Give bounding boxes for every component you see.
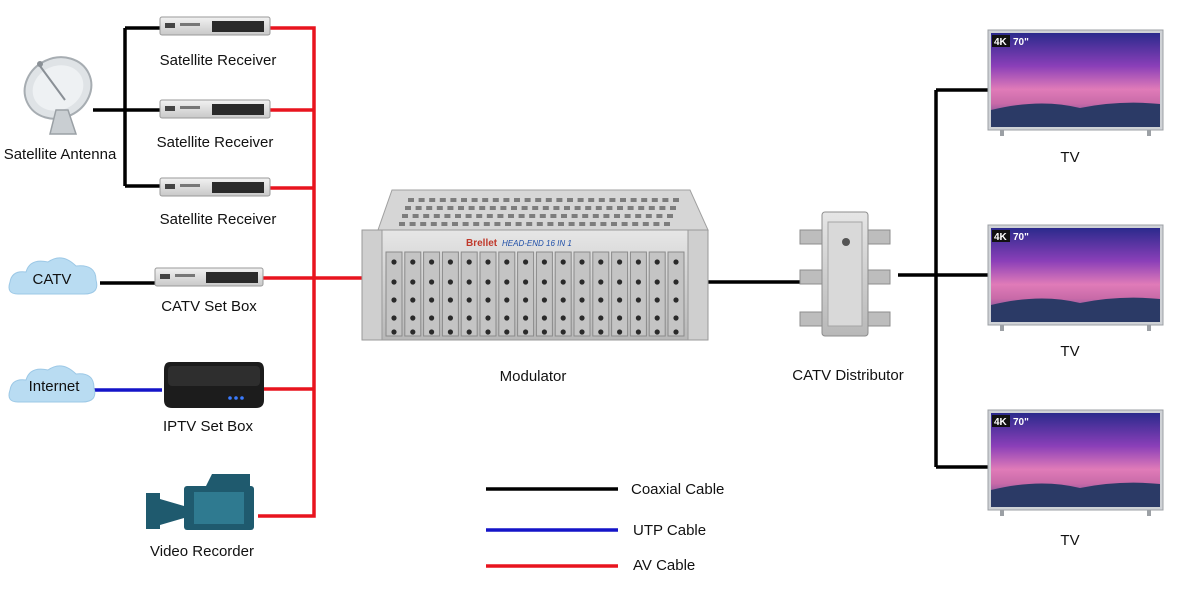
modulator-model: HEAD-END 16 IN 1 — [502, 239, 572, 248]
video-recorder-label: Video Recorder — [150, 543, 254, 560]
cloud-icon — [8, 365, 96, 403]
set-top-box-icon — [154, 267, 264, 287]
internet-cloud-label: Internet — [29, 378, 81, 395]
iptv-set-box: IPTV Set Box — [163, 362, 264, 435]
modulator: Brellet HEAD-END 16 IN 1 Modulator — [361, 189, 709, 385]
cloud-icon — [8, 257, 98, 295]
tv-size-badge: 70" — [1013, 37, 1029, 48]
tv-icon — [987, 224, 1164, 331]
set-top-box-icon — [159, 16, 271, 36]
cables — [88, 26, 990, 518]
satellite-receiver-label: Satellite Receiver — [160, 211, 277, 228]
satellite-receiver-label: Satellite Receiver — [160, 52, 277, 69]
legend-item-utp: UTP Cable — [486, 522, 706, 539]
coax-antenna-receivers — [93, 26, 160, 188]
legend: Coaxial Cable UTP Cable AV Cable — [486, 481, 724, 574]
legend-label: UTP Cable — [633, 522, 706, 539]
satellite-receiver-1: Satellite Receiver — [159, 16, 277, 69]
set-top-box-icon — [159, 177, 271, 197]
video-camera-icon — [146, 474, 254, 530]
coax-distributor-tvs — [898, 88, 990, 469]
catv-distributor: CATV Distributor — [792, 211, 904, 384]
iptv-set-box-label: IPTV Set Box — [163, 418, 254, 435]
satellite-antenna-label: Satellite Antenna — [4, 146, 117, 163]
media-box-icon — [164, 362, 264, 408]
rack-modulator-icon — [361, 189, 709, 341]
video-recorder: Video Recorder — [146, 474, 254, 560]
modulator-brand: Brellet — [466, 238, 498, 249]
tv-label: TV — [1060, 532, 1079, 549]
legend-label: AV Cable — [633, 557, 695, 574]
catv-set-box: CATV Set Box — [154, 267, 264, 315]
legend-item-av: AV Cable — [486, 557, 695, 574]
splitter-icon — [799, 211, 891, 337]
tv-2: 4K 70" TV — [987, 224, 1164, 360]
legend-label: Coaxial Cable — [631, 481, 724, 498]
satellite-receiver-label: Satellite Receiver — [157, 134, 274, 151]
tv-label: TV — [1060, 343, 1079, 360]
tv-icon — [987, 409, 1164, 516]
tv-1: 4K 70" TV — [987, 29, 1164, 166]
catv-cloud-label: CATV — [33, 271, 72, 288]
tv-label: TV — [1060, 149, 1079, 166]
satellite-receiver-3: Satellite Receiver — [159, 177, 277, 228]
modulator-label: Modulator — [500, 368, 567, 385]
catv-set-box-label: CATV Set Box — [161, 298, 257, 315]
tv-4k-badge: 4K — [994, 232, 1008, 243]
av-bus — [258, 26, 370, 518]
set-top-box-icon — [159, 99, 271, 119]
satellite-dish-icon — [23, 56, 93, 135]
tv-size-badge: 70" — [1013, 417, 1029, 428]
tv-3: 4K 70" TV — [987, 409, 1164, 549]
catv-cloud: CATV — [8, 257, 98, 295]
legend-item-coaxial: Coaxial Cable — [486, 481, 724, 498]
satellite-receiver-2: Satellite Receiver — [157, 99, 274, 151]
internet-cloud: Internet — [8, 365, 96, 403]
tv-size-badge: 70" — [1013, 232, 1029, 243]
tv-4k-badge: 4K — [994, 417, 1008, 428]
catv-distributor-label: CATV Distributor — [792, 367, 903, 384]
tv-icon — [987, 29, 1164, 136]
tv-4k-badge: 4K — [994, 37, 1008, 48]
